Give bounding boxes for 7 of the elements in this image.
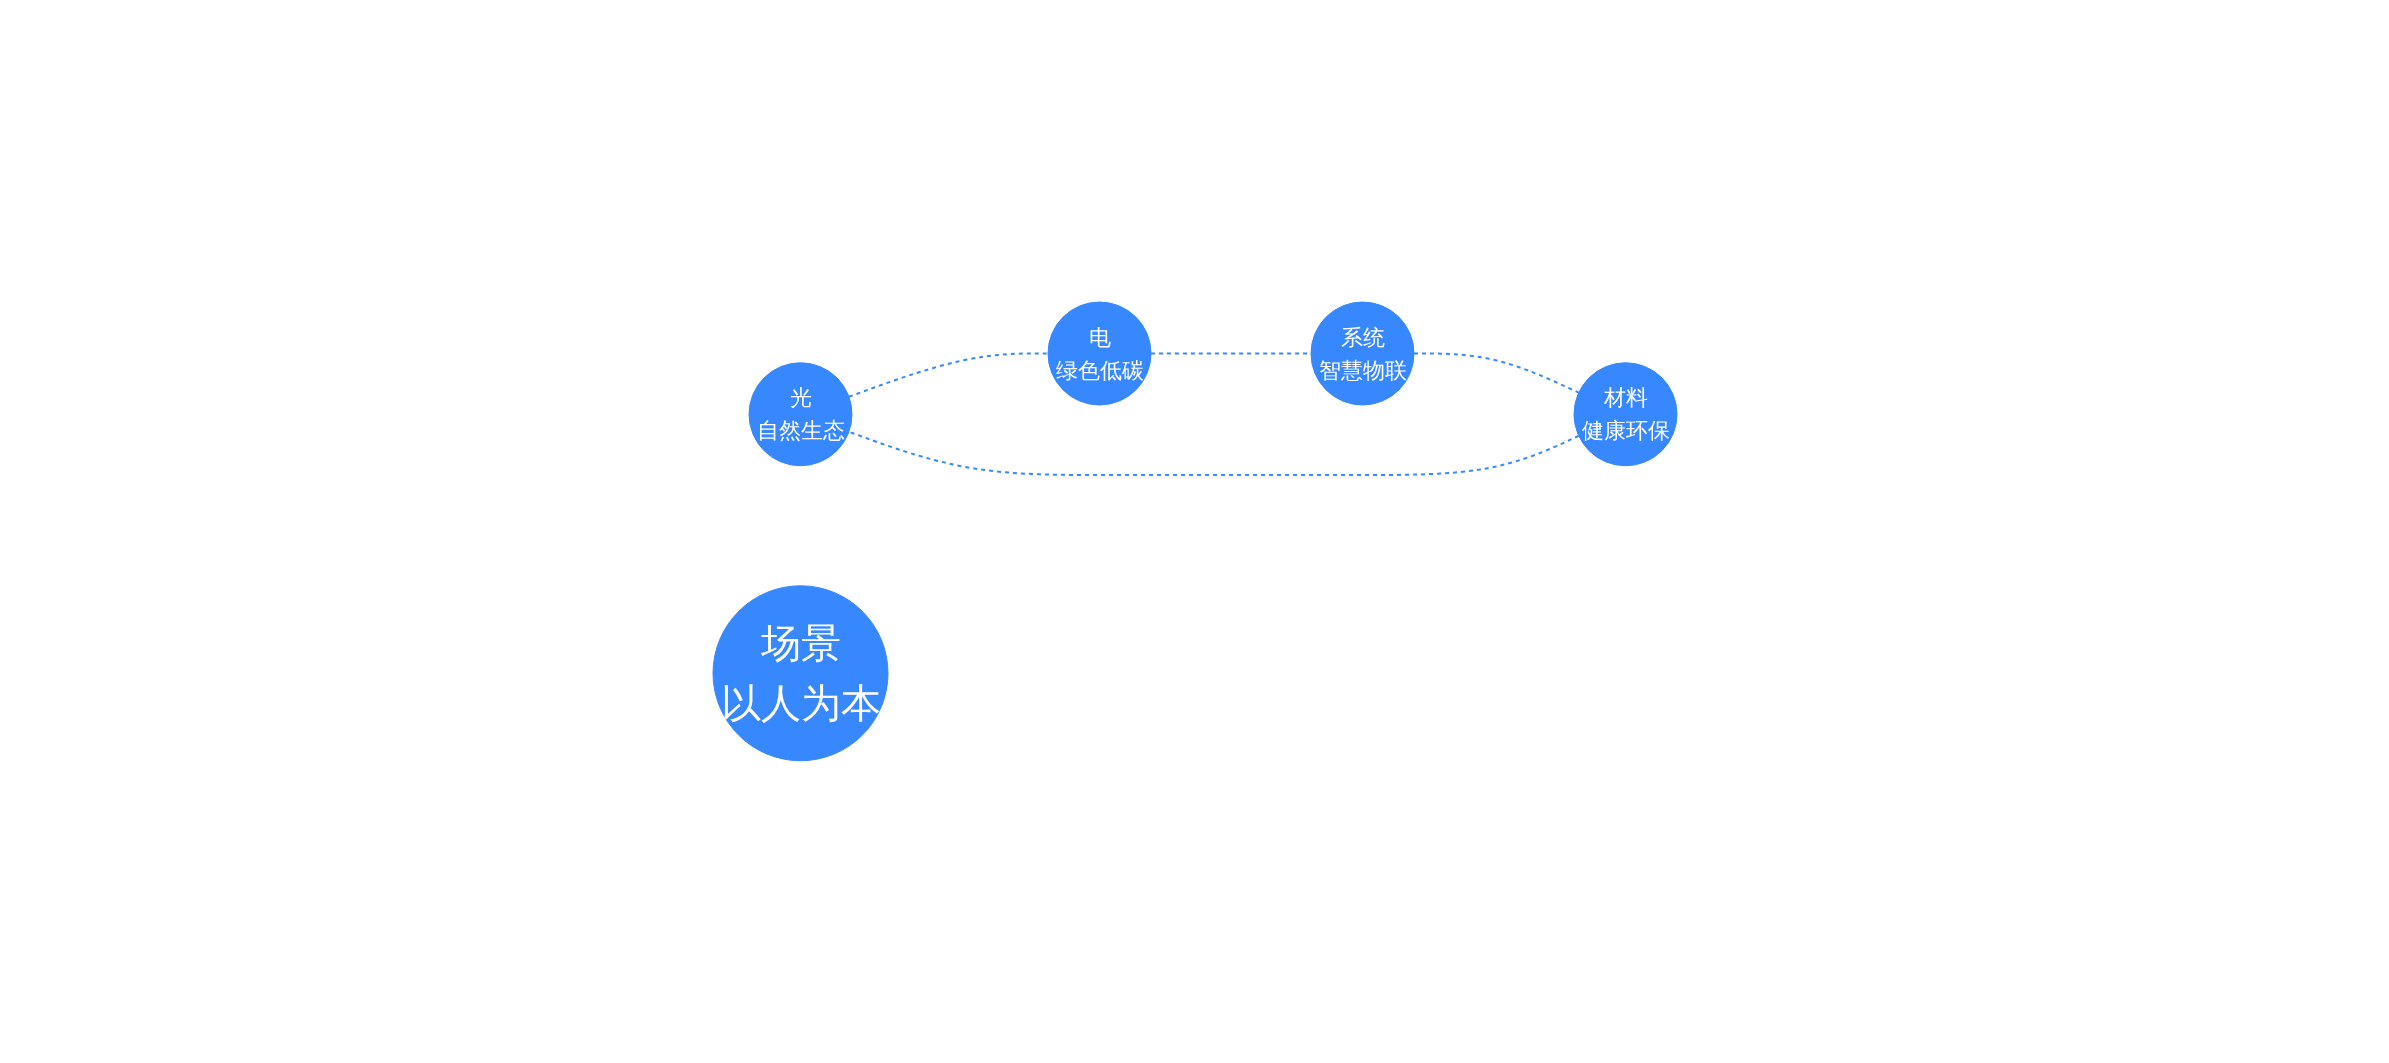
connector bbox=[847, 352, 1049, 398]
node-circle: 光 自然生态 bbox=[748, 362, 852, 467]
node-circle: 材料 健康环保 bbox=[1573, 362, 1677, 467]
node-circle: 场景 以人为本 bbox=[712, 585, 888, 762]
node-circle: 电 绿色低碳 bbox=[1047, 301, 1151, 406]
node-circle: 系统 智慧物联 bbox=[1310, 301, 1414, 406]
connector bbox=[1412, 352, 1580, 394]
